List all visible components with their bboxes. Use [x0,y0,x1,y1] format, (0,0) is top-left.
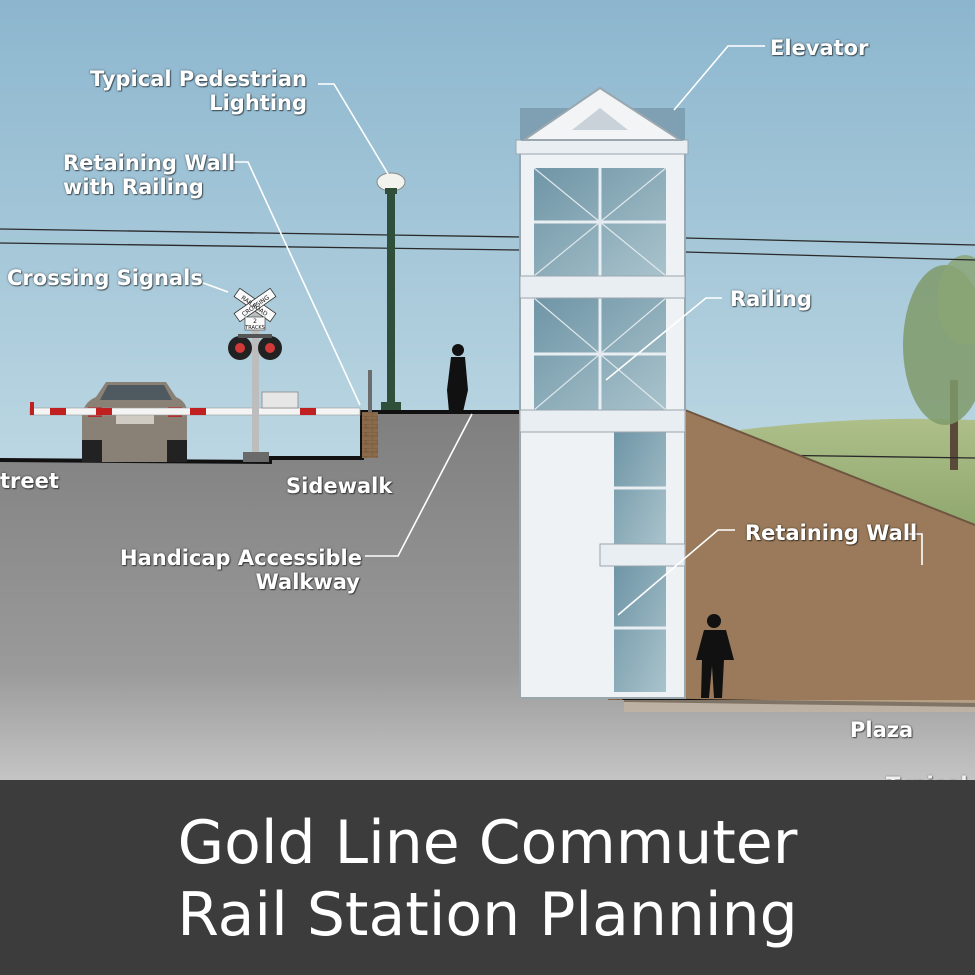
caption-bar: Gold Line Commuter Rail Station Planning [0,780,975,975]
label-retaining-wall-railing-line1: Retaining Wall [63,151,236,175]
elevator-tower [515,86,689,699]
tracks-label: TRACKS [244,325,265,331]
label-retaining-wall-railing: Retaining Wall with Railing [63,151,235,199]
label-railing: Railing [730,287,812,311]
tracks-number: 2 [253,318,257,325]
crossing-signal: RAILROAD CROSSING 2 TRACKS [228,287,299,462]
leader-lines [194,45,923,616]
caption-line1: Gold Line Commuter [177,808,798,878]
grade-line [0,410,612,465]
caption-line2: Rail Station Planning [177,880,798,950]
label-street: treet [0,469,59,493]
railing-post [368,370,372,412]
label-plaza: Plaza [850,718,914,742]
pedestrian-silhouette-plaza [696,614,734,698]
label-handicap-walkway-line2: Walkway [255,570,360,594]
label-crossing-signals: Crossing Signals [7,266,203,290]
label-retaining-wall: Retaining Wall [745,521,918,545]
label-sidewalk: Sidewalk [286,474,393,498]
pedestrian-lamp-post [376,172,406,410]
tree [903,255,975,470]
label-handicap-walkway-line1: Handicap Accessible [120,546,362,570]
label-retaining-wall-railing-line2: with Railing [63,175,204,199]
crossing-gate-arm [29,402,361,416]
label-elevator: Elevator [770,36,869,60]
label-pedestrian-lighting-line2: Lighting [209,91,307,115]
label-pedestrian-lighting-line1: Typical Pedestrian [90,67,308,91]
label-pedestrian-lighting: Typical Pedestrian Lighting [90,67,307,115]
ground-section [0,410,975,780]
label-handicap-walkway: Handicap Accessible Walkway [120,546,362,594]
plaza-paving [624,700,975,712]
retaining-wall-slope [685,410,975,705]
pedestrian-silhouette-upper [447,344,468,412]
brick-wall-small [362,412,378,458]
